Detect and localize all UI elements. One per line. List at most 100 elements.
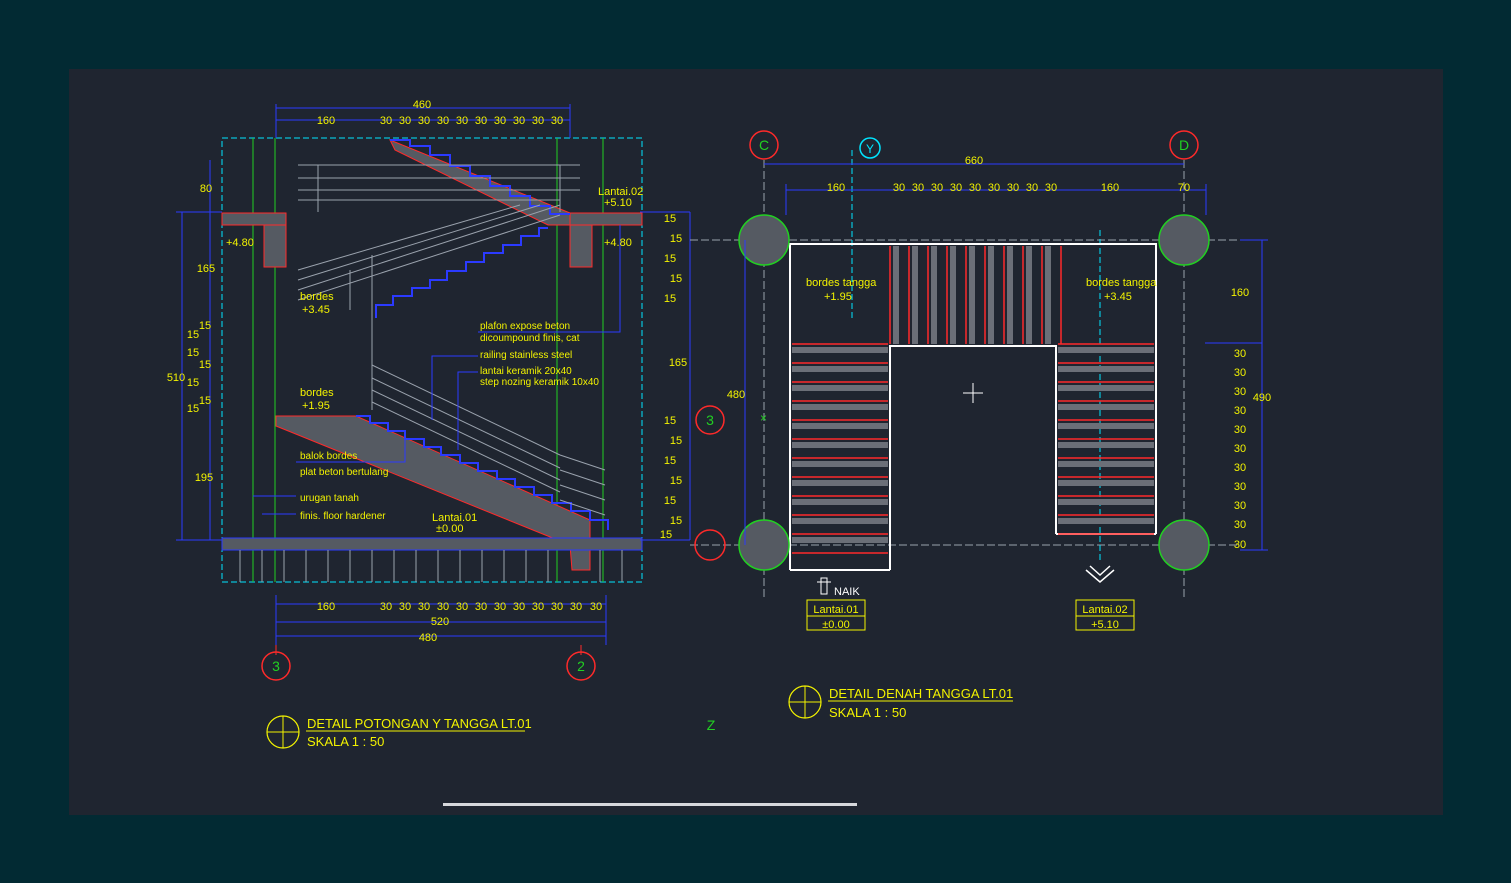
- structural-columns: [738, 214, 1210, 571]
- plan-dimensions: [744, 163, 1268, 551]
- level-label: Lantai.02: [598, 186, 643, 198]
- section-top-dim: 30: [399, 115, 411, 127]
- section-right-tick: 15: [670, 273, 682, 285]
- plan-right-tick: 30: [1234, 424, 1246, 436]
- section-bottom-dim: 30: [551, 601, 563, 613]
- section-right-tick: 15: [670, 435, 682, 447]
- axis-y-label: Y: [866, 142, 874, 156]
- tag-text: Lantai.01: [813, 604, 858, 616]
- section-right-tick: 15: [664, 495, 676, 507]
- level-value: +5.10: [604, 197, 632, 209]
- plan-right-tick: 30: [1234, 405, 1246, 417]
- section-left-dim: 15: [199, 395, 211, 407]
- plan-right-dim: 160: [1231, 287, 1249, 299]
- plan-top-dim: 30: [931, 182, 943, 194]
- plan-right-tick: 30: [1234, 348, 1246, 360]
- section-bottom-dim: 30: [437, 601, 449, 613]
- plan-title-block: DETAIL DENAH TANGGA LT.01 SKALA 1 : 50: [788, 685, 1013, 720]
- section-left-dim: 15: [187, 329, 199, 341]
- bordes-value: +1.95: [824, 291, 852, 303]
- plan-labels: 660 160 30 30 30 30 30 30 30 30 30 160 7…: [727, 155, 1271, 631]
- section-bottom-dim: 30: [590, 601, 602, 613]
- section-left-dim: 165: [197, 263, 215, 275]
- section-left-dim: 15: [187, 377, 199, 389]
- section-bottom-dim: 30: [532, 601, 544, 613]
- plan-right-tick: 30: [1234, 481, 1246, 493]
- section-top-dim: 160: [317, 115, 335, 127]
- section-top-total: 460: [413, 99, 431, 111]
- section-right-tick: 15: [670, 515, 682, 527]
- plan-right-tick: 30: [1234, 443, 1246, 455]
- note: plat beton bertulang: [300, 467, 388, 478]
- horizontal-scrollbar[interactable]: [443, 803, 857, 806]
- section-top-dim: 30: [418, 115, 430, 127]
- tag-text: +5.10: [1091, 619, 1119, 631]
- section-bottom-dim: 30: [380, 601, 392, 613]
- section-left-dim: 15: [199, 359, 211, 371]
- note: balok bordes: [300, 451, 357, 462]
- plan-top-dim: 160: [827, 182, 845, 194]
- note: step nozing keramik 10x40: [480, 377, 599, 388]
- section-bottom-dim: 30: [513, 601, 525, 613]
- drawing-viewport[interactable]: [69, 69, 1443, 815]
- axis-3-label: 3: [706, 412, 714, 428]
- plan-top-dim: 30: [969, 182, 981, 194]
- section-left-dim: 80: [200, 183, 212, 195]
- plan-top-dim: 160: [1101, 182, 1119, 194]
- section-scale: SKALA 1 : 50: [307, 734, 384, 749]
- naik-arrow-icon: [817, 577, 831, 595]
- section-left-dim: 195: [195, 472, 213, 484]
- section-bottom-dim: 160: [317, 601, 335, 613]
- section-bottom-dim: 30: [494, 601, 506, 613]
- level-value: ±0.00: [436, 523, 463, 535]
- section-right-tick: 15: [670, 233, 682, 245]
- section-top-dim: 30: [513, 115, 525, 127]
- bordes-value: +1.95: [302, 400, 330, 412]
- bordes-label: bordes tangga: [1086, 277, 1157, 289]
- plan-top-dim: 30: [912, 182, 924, 194]
- axis-2-label: 2: [577, 658, 585, 674]
- bordes-value: +3.45: [1104, 291, 1132, 303]
- section-labels: 460 160 30 30 30 30 30 30 30 30 30 30 16…: [167, 99, 687, 644]
- plan-right-tick: 30: [1234, 519, 1246, 531]
- section-left-dim: 15: [187, 403, 199, 415]
- plan-top-dim: 30: [1045, 182, 1057, 194]
- section-title-block: DETAIL POTONGAN Y TANGGA LT.01 SKALA 1 :…: [266, 715, 532, 749]
- plan-top-total: 660: [965, 155, 983, 167]
- plan-title: DETAIL DENAH TANGGA LT.01: [829, 686, 1013, 701]
- plan-drawing: ×: [690, 150, 1240, 631]
- plan-right-tick: 30: [1234, 386, 1246, 398]
- plan-top-dim: 70: [1178, 182, 1190, 194]
- section-bottom-dim: 30: [570, 601, 582, 613]
- plan-left-dim: 480: [727, 389, 745, 401]
- section-axis-markers: 3 2: [261, 651, 596, 681]
- section-title: DETAIL POTONGAN Y TANGGA LT.01: [307, 716, 532, 731]
- bordes-label: bordes: [300, 291, 334, 303]
- level-value: +4.80: [604, 237, 632, 249]
- section-top-dim: 30: [456, 115, 468, 127]
- level-value: +4.80: [226, 237, 254, 249]
- section-bottom-dim: 30: [475, 601, 487, 613]
- section-top-dim: 30: [532, 115, 544, 127]
- section-bottom-dim: 30: [418, 601, 430, 613]
- turun-arrow-icon: [1085, 565, 1115, 583]
- plan-right-tick: 30: [1234, 500, 1246, 512]
- plan-top-dim: 30: [893, 182, 905, 194]
- section-top-dim: 30: [437, 115, 449, 127]
- z-marker: Z: [707, 717, 716, 733]
- section-top-dim: 30: [551, 115, 563, 127]
- section-right-tick: 15: [664, 293, 676, 305]
- section-top-dim: 30: [380, 115, 392, 127]
- plan-right-total: 490: [1253, 392, 1271, 404]
- plan-top-dim: 30: [1026, 182, 1038, 194]
- section-right-tick: 15: [660, 529, 672, 541]
- plan-top-dim: 30: [988, 182, 1000, 194]
- section-left-dim: 15: [199, 320, 211, 332]
- axis-c-label: C: [759, 137, 769, 153]
- plan-axis-markers: C D 3 Y: [695, 130, 1199, 435]
- plan-right-tick: 30: [1234, 539, 1246, 551]
- section-bottom-dim: 30: [456, 601, 468, 613]
- section-right-tick: 15: [664, 253, 676, 265]
- section-top-dim: 30: [475, 115, 487, 127]
